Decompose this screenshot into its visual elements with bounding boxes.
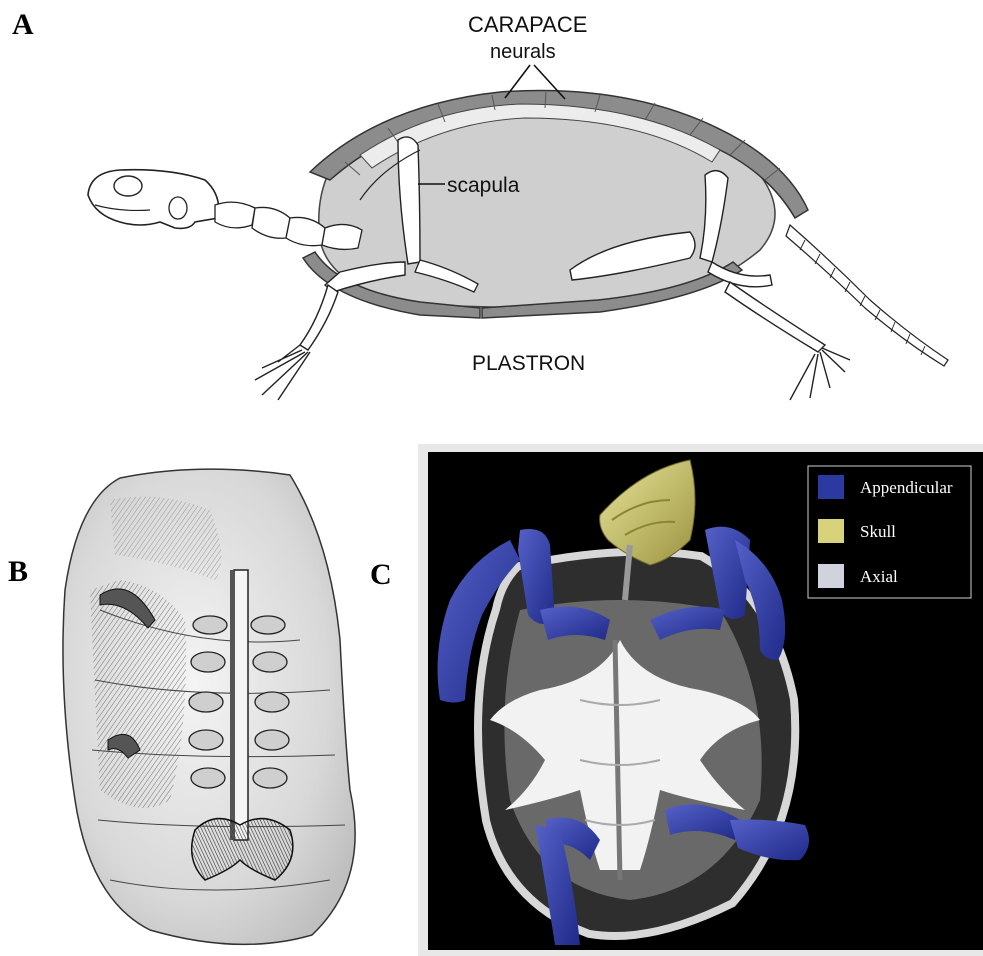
panel-a-diagram: CARAPACE neurals scapula PLASTRON xyxy=(88,12,948,400)
legend-label-appendicular: Appendicular xyxy=(860,478,953,497)
label-plastron: PLASTRON xyxy=(472,352,585,375)
label-neurals: neurals xyxy=(490,41,556,63)
legend-swatch-axial xyxy=(818,564,844,588)
legend-swatch-appendicular xyxy=(818,475,844,499)
panel-c-render: Appendicular Skull Axial xyxy=(418,444,983,956)
vertebral-column xyxy=(234,570,248,840)
legend: Appendicular Skull Axial xyxy=(808,466,971,598)
legend-label-axial: Axial xyxy=(860,567,898,586)
panel-b-drawing xyxy=(63,469,355,944)
label-scapula: scapula xyxy=(447,174,520,197)
legend-label-skull: Skull xyxy=(860,522,896,541)
legend-swatch-skull xyxy=(818,519,844,543)
label-carapace: CARAPACE xyxy=(468,12,587,37)
skull xyxy=(88,170,219,229)
